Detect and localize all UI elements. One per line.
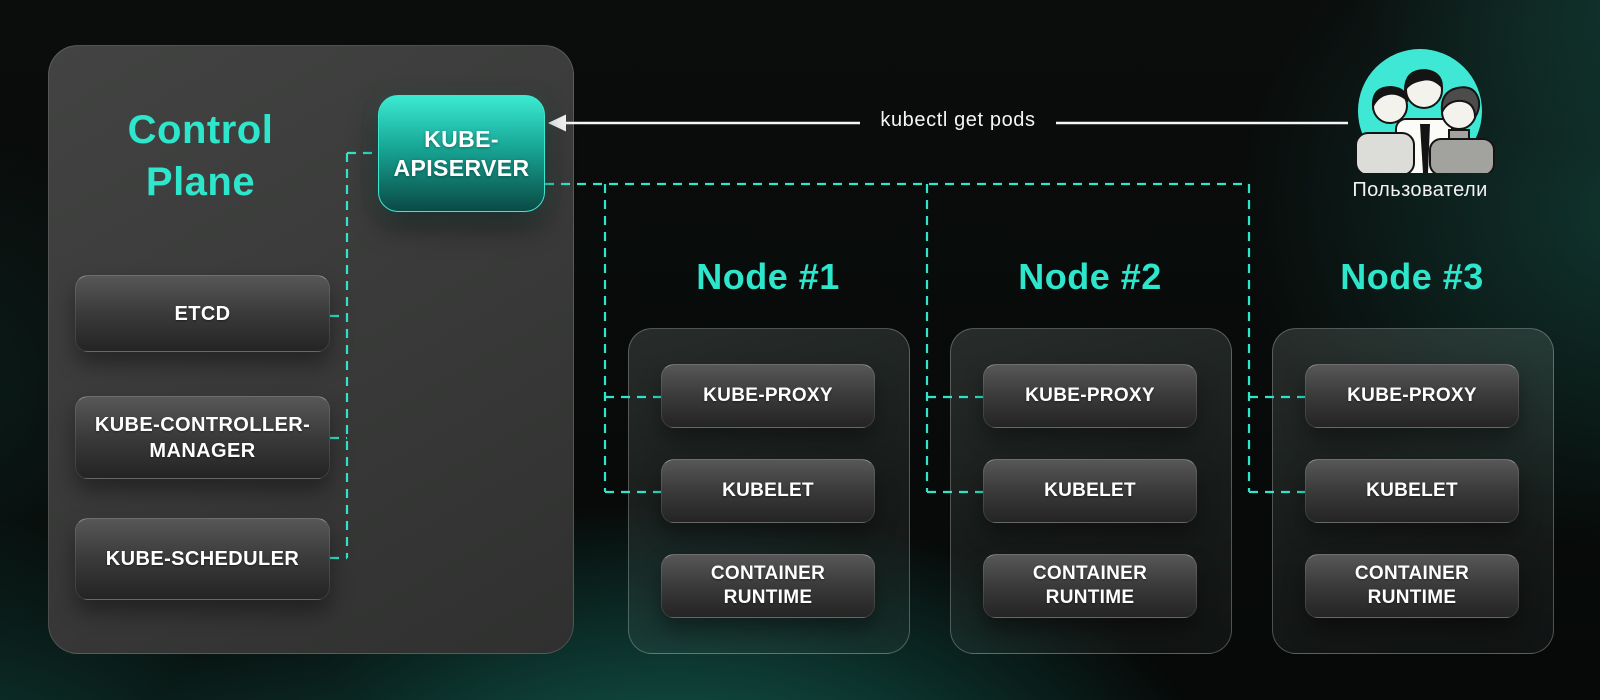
node-2-kube-proxy-box: KUBE-PROXY xyxy=(983,364,1197,428)
node-1-kubelet-box: KUBELET xyxy=(661,459,875,523)
node-3-title: Node #3 xyxy=(1340,256,1484,297)
node-3-container-runtime-box: CONTAINER RUNTIME xyxy=(1305,554,1519,618)
node-3-kube-proxy-box: KUBE-PROXY xyxy=(1305,364,1519,428)
node-1-container-runtime-box: CONTAINER RUNTIME xyxy=(661,554,875,618)
users-label: Пользователи xyxy=(1352,179,1488,201)
users-illustration-icon xyxy=(1355,49,1495,173)
node-2-container-runtime-box: CONTAINER RUNTIME xyxy=(983,554,1197,618)
etcd-box: ETCD xyxy=(75,275,330,352)
kube-scheduler-box: KUBE-SCHEDULER xyxy=(75,518,330,600)
kubectl-command-label: kubectl get pods xyxy=(880,109,1036,131)
control-plane-title: Control Plane xyxy=(127,108,274,204)
node-3-kubelet-box: KUBELET xyxy=(1305,459,1519,523)
node-1-title: Node #1 xyxy=(696,256,840,297)
node-2-title: Node #2 xyxy=(1018,256,1162,297)
kube-apiserver-box: KUBE-APISERVER xyxy=(378,95,545,212)
node-1-kube-proxy-box: KUBE-PROXY xyxy=(661,364,875,428)
node-2-kubelet-box: KUBELET xyxy=(983,459,1197,523)
kube-controller-manager-box: KUBE-CONTROLLER-MANAGER xyxy=(75,396,330,479)
